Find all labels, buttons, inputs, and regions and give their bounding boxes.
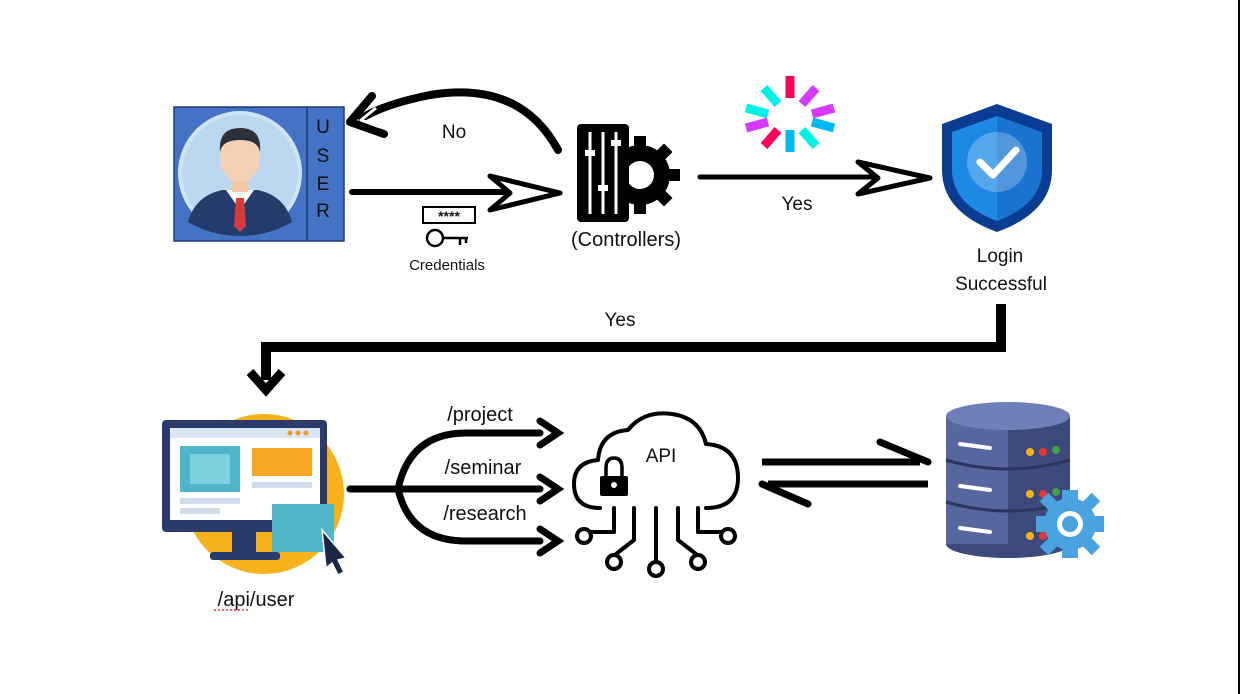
yes-arrow-top: [697, 159, 933, 197]
monitor-ui-icon: [162, 414, 348, 577]
route-fork-arrows: [346, 417, 565, 557]
api-label: API: [646, 446, 677, 467]
credentials-label: Credentials: [409, 257, 485, 274]
password-mask: ****: [438, 208, 460, 224]
controllers-label: (Controllers): [571, 229, 681, 251]
user-avatar-icon: [178, 111, 302, 236]
credentials-arrow: [349, 173, 563, 213]
yes-label-mid: Yes: [605, 310, 636, 331]
jwt-logo-icon: [744, 76, 836, 152]
key-icon: [425, 228, 468, 248]
api-cloud-icon: [572, 411, 740, 578]
user-vertical-label: U S E R: [316, 117, 330, 222]
route-label-project: /project: [447, 404, 513, 426]
shield-check-icon: [942, 104, 1052, 232]
yes-connector-arrow: [246, 304, 1006, 397]
controller-gear-icon: [577, 124, 680, 222]
user-letter-e: E: [317, 174, 330, 195]
no-arrow: [346, 88, 562, 154]
user-letter-u: U: [316, 117, 330, 138]
page-right-border: [1238, 0, 1240, 694]
api-user-label: /api/user: [218, 589, 295, 611]
login-successful-line2: Successful: [955, 274, 1047, 295]
yes-label-top: Yes: [782, 194, 813, 215]
route-label-research: /research: [443, 503, 526, 525]
settings-gear-icon: [1036, 490, 1104, 558]
login-successful-line1: Login: [977, 246, 1024, 267]
route-label-seminar: /seminar: [445, 457, 522, 479]
user-panel[interactable]: U S E R: [173, 106, 345, 242]
no-label: No: [442, 122, 466, 143]
password-field-icon: ****: [422, 206, 476, 224]
user-letter-r: R: [316, 201, 330, 222]
lock-icon: [600, 456, 628, 496]
bidirectional-arrows: [758, 438, 932, 508]
user-letter-s: S: [317, 146, 330, 167]
